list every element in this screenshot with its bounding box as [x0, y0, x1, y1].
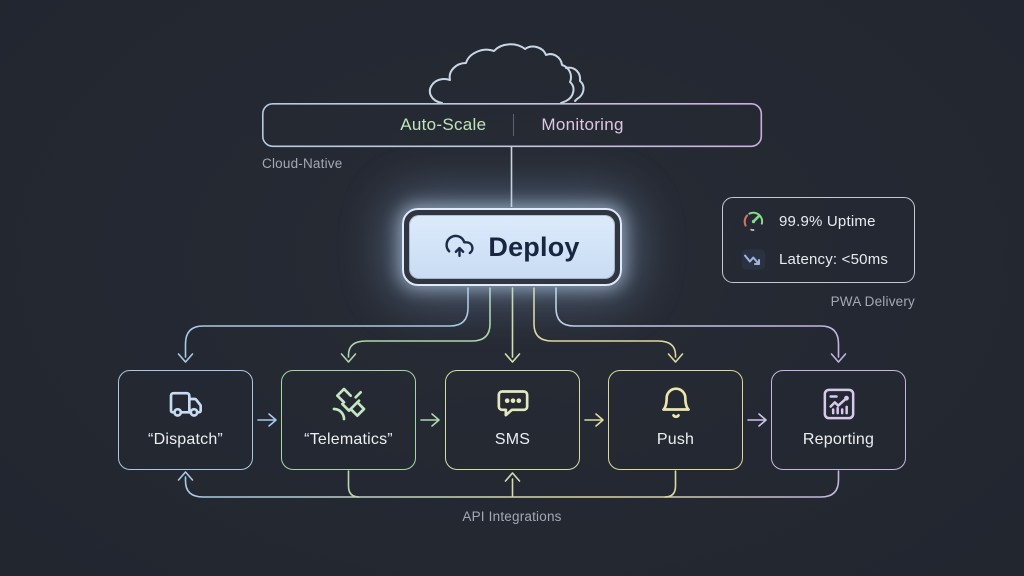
bar-line-chart-icon	[823, 388, 854, 420]
arrow-telematics-to-sms	[420, 413, 440, 427]
satellite-icon	[332, 387, 365, 421]
divider	[513, 114, 515, 136]
node-reporting: Reporting	[771, 370, 906, 470]
arrowhead-telematics	[340, 353, 357, 363]
node-push: Push	[608, 370, 743, 470]
bell-icon	[661, 387, 690, 418]
arrowhead-dispatch	[177, 353, 194, 363]
chat-bubble-icon	[497, 390, 528, 417]
connector-deploy-to-push	[533, 287, 677, 358]
connector-deploy-to-telematics	[347, 287, 491, 358]
cloud-native-caption: Cloud-Native	[262, 156, 343, 171]
arrowhead-sms	[504, 353, 521, 363]
node-label: Push	[656, 431, 695, 448]
cloud-outline-icon	[428, 43, 585, 104]
connector-deploy-to-reporting	[555, 287, 840, 358]
api-integrations-caption: API Integrations	[462, 509, 562, 524]
node-telematics: “Telematics”	[281, 370, 416, 470]
cloud-native-box-border	[261, 103, 763, 148]
uptime-text: 99.9% Uptime	[779, 212, 876, 230]
truck-icon	[169, 391, 202, 417]
pwa-delivery-panel: 99.9% Uptime Latency: <50ms	[722, 197, 915, 283]
cloud-native-box: Auto-Scale Monitoring	[262, 103, 762, 147]
deploy-label: Deploy	[488, 231, 580, 262]
arrowhead-push	[667, 353, 684, 363]
deploy-button-face[interactable]: Deploy	[409, 215, 615, 279]
connector-push-to-loop	[664, 470, 677, 498]
auto-scale-label: Auto-Scale	[400, 115, 487, 134]
gauge-icon	[743, 211, 764, 231]
cloud-upload-icon	[445, 234, 475, 257]
node-dispatch: “Dispatch”	[118, 370, 253, 470]
arrowhead-reporting	[830, 353, 847, 363]
node-label: “Telematics”	[304, 431, 393, 448]
connector-deploy-to-dispatch	[184, 287, 469, 358]
connector-telematics-to-loop	[347, 470, 360, 498]
arrow-loop-to-sms	[504, 472, 521, 497]
latency-row: Latency: <50ms	[740, 246, 914, 273]
arrow-push-to-reporting	[747, 413, 767, 427]
arrow-sms-to-push	[584, 413, 604, 427]
pwa-delivery-caption: PWA Delivery	[830, 294, 915, 309]
latency-trend-icon	[741, 248, 766, 270]
connector-return-loop	[184, 470, 840, 498]
node-label: SMS	[494, 431, 531, 448]
latency-text: Latency: <50ms	[779, 250, 889, 268]
uptime-row: 99.9% Uptime	[740, 208, 914, 235]
node-sms: SMS	[445, 370, 580, 470]
node-label: “Dispatch”	[148, 431, 223, 448]
arrow-dispatch-to-telematics	[257, 413, 277, 427]
arrowhead-return-dispatch	[177, 471, 194, 481]
monitoring-label: Monitoring	[541, 115, 624, 134]
deploy-button[interactable]: Deploy	[402, 208, 622, 286]
node-label: Reporting	[802, 431, 875, 448]
